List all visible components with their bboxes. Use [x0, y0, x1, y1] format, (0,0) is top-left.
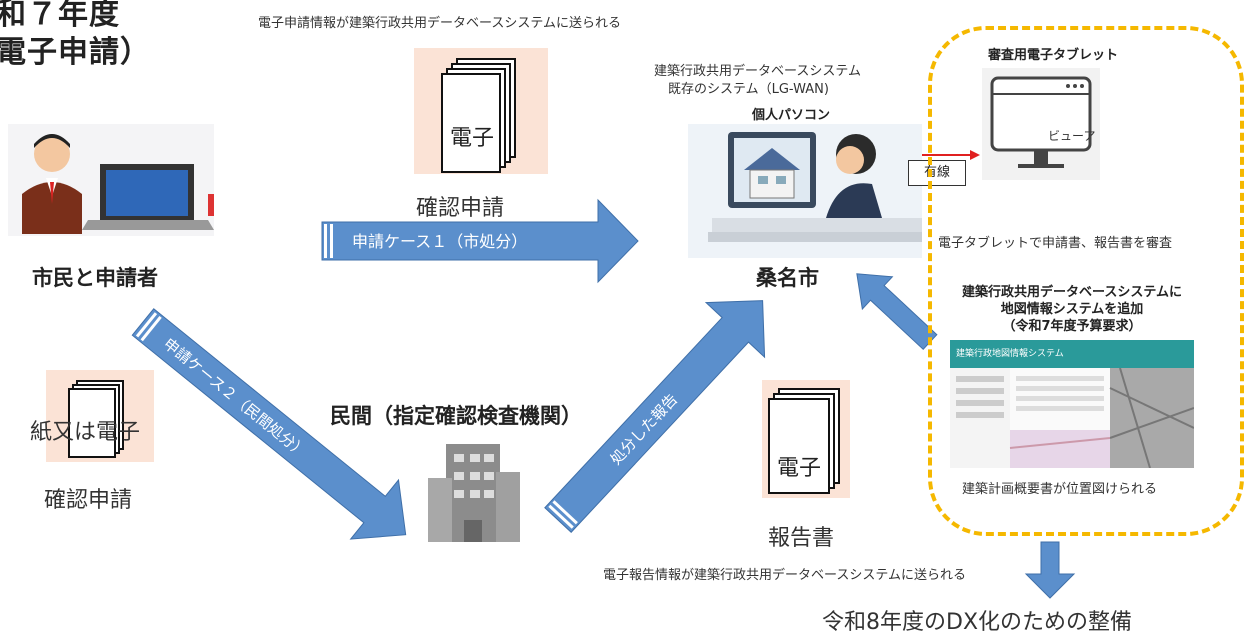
map-header-title: 建築行政地図情報システム: [956, 349, 1064, 359]
paper-or-electronic-label: 紙又は電子: [30, 420, 141, 445]
office-worker-pc-icon: [708, 132, 922, 242]
electronic-doc-box: 電子: [414, 48, 548, 174]
case1-arrow: 申請ケース１（市処分）: [321, 198, 639, 284]
viewer-label: ビューア: [1048, 129, 1096, 143]
map-header-bar: [950, 340, 1194, 368]
title-line2: 電子申請）: [0, 35, 151, 70]
tablet-illustration: ビューア: [982, 68, 1100, 180]
report-doc-label: 報告書: [768, 526, 835, 551]
page-title: 和７年度 電子申請）: [0, 0, 151, 72]
map-view-icon: [950, 368, 1194, 468]
person-with-laptop-icon: [22, 134, 214, 234]
tablet-title: 審査用電子タブレット: [988, 48, 1119, 63]
electronic-doc-label: 電子: [449, 126, 494, 151]
monitor-icon: ビューア: [990, 76, 1096, 168]
top-note: 電子申請情報が建築行政共用データベースシステムに送られる: [258, 16, 621, 31]
map-screenshot: 建築行政地図情報システム: [950, 340, 1194, 468]
pc-label: 個人パソコン: [752, 108, 831, 123]
citizen-illustration: [8, 124, 214, 236]
title-line1: 和７年度: [0, 0, 120, 32]
dx-footer: 令和8年度のDX化のための整備: [822, 610, 1133, 635]
tablet-caption: 電子タブレットで申請書、報告書を審査: [938, 236, 1173, 251]
paper-doc-box: [46, 370, 154, 462]
system-line1: 建築行政共用データベースシステム: [654, 64, 861, 79]
map-caption: 建築計画概要書が位置図けられる: [962, 482, 1158, 497]
citizen-label: 市民と申請者: [32, 266, 158, 290]
confirm-application-label: 確認申請: [416, 196, 505, 221]
report-doc-box: 電子: [762, 380, 850, 498]
case2-label: 申請ケース２（民間処分）: [160, 335, 311, 462]
pc-illustration: [688, 124, 922, 258]
building-illustration: [418, 438, 530, 544]
dx-down-arrow: [1024, 541, 1076, 599]
building-icon: [428, 444, 520, 542]
kuwana-label: 桑名市: [756, 266, 819, 290]
gis-line3: （令和7年度予算要求）: [1002, 319, 1142, 334]
system-line2: 既存のシステム（LG-WAN): [668, 82, 829, 97]
report-doc-electronic-label: 電子: [776, 456, 821, 481]
confirm-application-left: 確認申請: [44, 488, 133, 513]
review-panel: [928, 26, 1244, 536]
private-org-label: 民間（指定確認検査機関）: [330, 404, 582, 428]
gis-heading: 建築行政共用データベースシステムに 地図情報システムを追加 （令和7年度予算要求…: [944, 284, 1200, 335]
gis-line1: 建築行政共用データベースシステムに: [962, 285, 1182, 300]
case1-label: 申請ケース１（市処分）: [352, 232, 527, 251]
bottom-note: 電子報告情報が建築行政共用データベースシステムに送られる: [603, 568, 966, 583]
gis-line2: 地図情報システムを追加: [1000, 302, 1144, 317]
